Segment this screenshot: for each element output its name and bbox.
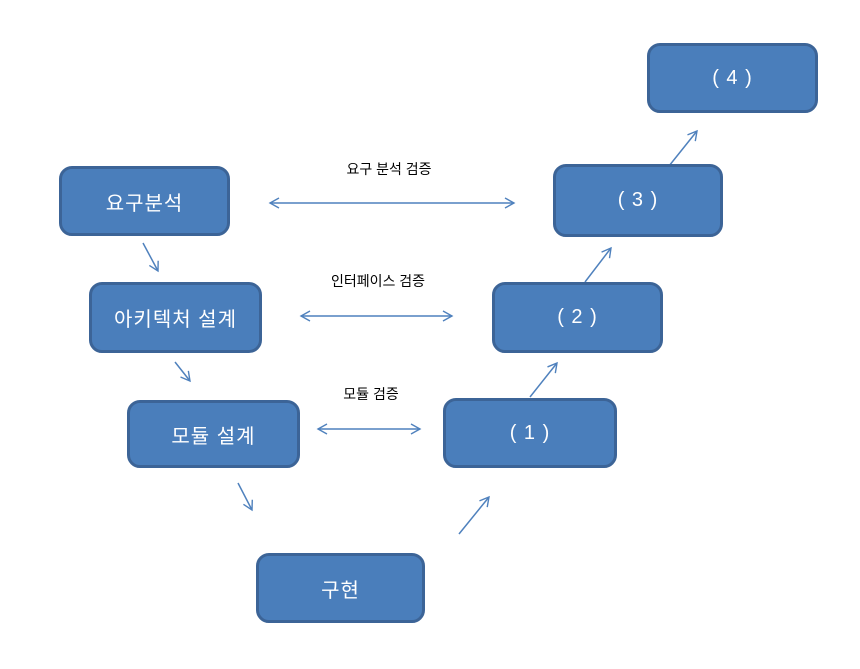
- interface-verification-label: 인터페이스 검증: [330, 273, 426, 289]
- test-level-box-4: ( 4 ): [647, 43, 818, 113]
- test-level-box-1: ( 1 ): [443, 398, 617, 468]
- arrow-arch-to-module: [174, 361, 191, 383]
- phase-box-requirements: 요구분석: [59, 166, 230, 236]
- test-level-box-4-label: ( 4 ): [712, 66, 753, 89]
- test-level-box-3-label: ( 3 ): [617, 189, 659, 211]
- arrow-level2-to-level3: [584, 246, 612, 283]
- test-level-box-2: ( 2 ): [492, 282, 663, 353]
- arrow-level1-to-level2: [529, 361, 558, 398]
- test-level-box-2-label: ( 2 ): [557, 306, 598, 328]
- phase-box-module-design: 모듈 설계: [127, 400, 300, 468]
- phase-box-architecture: 아키텍처 설계: [89, 282, 262, 353]
- module-verification-label: 모듈 검증: [343, 386, 399, 402]
- arrow-level3-to-level4: [668, 129, 698, 167]
- test-level-box-3: ( 3 ): [553, 164, 723, 237]
- requirements-verification-label: 요구 분석 검증: [346, 161, 432, 177]
- arrow-impl-to-level1: [458, 495, 490, 535]
- arrow-req-to-arch: [142, 242, 159, 273]
- phase-box-implementation: 구현: [256, 553, 425, 623]
- phase-box-module-design-label: 모듈 설계: [171, 425, 256, 448]
- phase-box-implementation-label: 구현: [321, 579, 360, 602]
- test-level-box-1-label: ( 1 ): [509, 421, 551, 444]
- phase-box-architecture-label: 아키텍처 설계: [114, 309, 237, 331]
- arrow-module-to-impl: [237, 482, 253, 512]
- phase-box-requirements-label: 요구분석: [105, 192, 184, 215]
